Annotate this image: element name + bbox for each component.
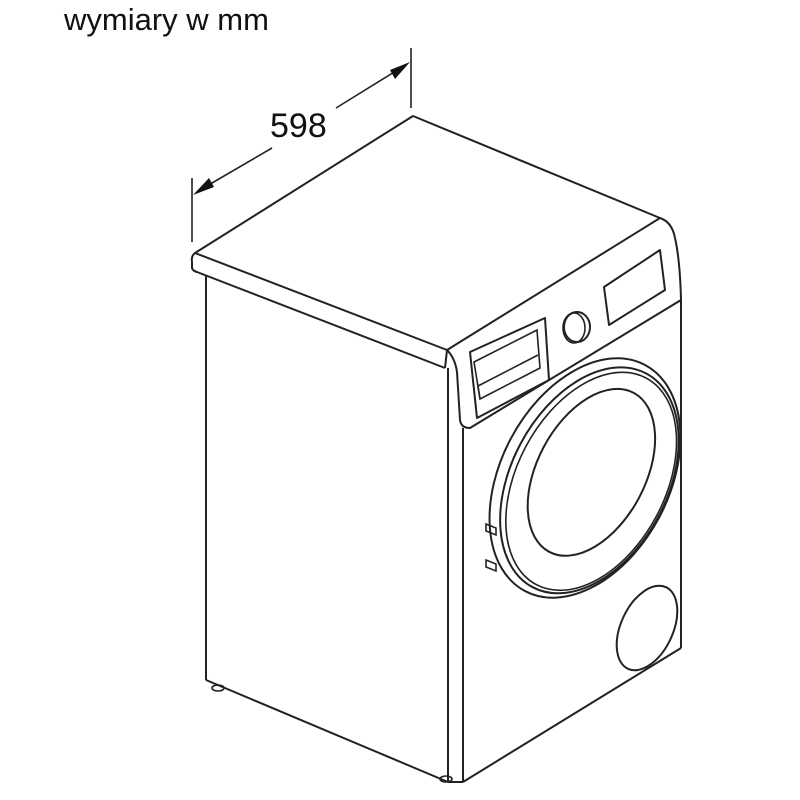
door-window xyxy=(526,387,657,557)
filter-cover[interactable] xyxy=(604,576,689,680)
front-panel xyxy=(446,237,682,783)
diagram-title: wymiary w mm xyxy=(64,2,269,37)
width-dimension: 598 xyxy=(191,48,412,242)
side-panel xyxy=(205,275,453,783)
door-hinge xyxy=(485,522,497,573)
arrowhead-right-icon xyxy=(390,62,410,79)
display-panel xyxy=(603,249,666,326)
detergent-drawer[interactable] xyxy=(469,317,550,419)
door[interactable] xyxy=(451,326,720,631)
drawer-handle xyxy=(473,328,541,401)
dimension-line-left xyxy=(199,147,273,191)
arrowhead-left-icon xyxy=(193,178,214,195)
control-panel xyxy=(469,249,666,419)
worktop xyxy=(190,115,676,369)
width-value: 598 xyxy=(270,107,327,145)
